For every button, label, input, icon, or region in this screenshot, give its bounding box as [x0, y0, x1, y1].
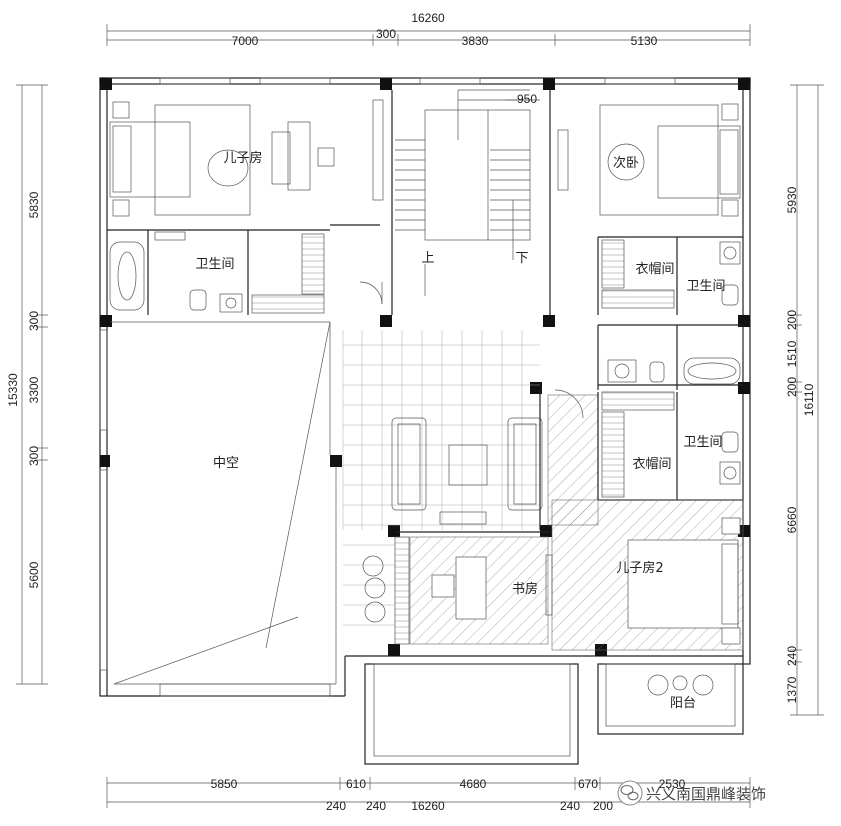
dim-right-seg-4: 200 [785, 377, 799, 397]
dim-stair-width: 950 [517, 92, 537, 106]
dim-right-seg-3: 1510 [785, 340, 799, 367]
left-dimension-chain: 15330 5830 300 3300 300 5600 [6, 84, 48, 685]
label-stair-down: 下 [515, 251, 528, 266]
dim-bottom-small-1: 240 [326, 799, 346, 813]
dim-bottom-seg-2: 610 [346, 777, 366, 791]
dim-bottom-small-2: 240 [366, 799, 386, 813]
label-son-room: 儿子房 [223, 150, 262, 166]
dim-top-seg-2: 300 [376, 27, 396, 41]
right-dimension-chain: 16110 5930 200 1510 200 6660 240 1370 [785, 84, 824, 716]
label-study: 书房 [512, 581, 538, 597]
wechat-icon [617, 780, 643, 806]
study: 书房 [362, 531, 553, 645]
dim-bottom-total: 16260 [411, 799, 445, 813]
dim-left-seg-3: 3300 [27, 376, 41, 403]
label-second-bedroom: 次卧 [613, 155, 639, 171]
dim-right-seg-7: 1370 [785, 676, 799, 703]
dim-left-seg-5: 5600 [27, 561, 41, 588]
dim-left-seg-4: 300 [27, 446, 41, 466]
dim-bottom-seg-4: 670 [578, 777, 598, 791]
bathroom-2: 卫生间 [686, 241, 741, 306]
label-bath-1: 卫生间 [195, 257, 234, 272]
balcony: 阳台 [597, 663, 744, 735]
dim-right-seg-5: 6660 [785, 506, 799, 533]
dim-top-seg-1: 7000 [232, 34, 259, 48]
bathroom-1: 卫生间 [109, 230, 325, 315]
dim-top-total: 16260 [411, 11, 445, 25]
dim-right-seg-2: 200 [785, 310, 799, 330]
label-son-room-2: 儿子房2 [616, 560, 663, 576]
closet-1: 衣帽间 [597, 237, 678, 315]
staircase: 950 上 下 [359, 89, 551, 315]
dim-bottom-small-3: 240 [560, 799, 580, 813]
living-area [342, 330, 584, 626]
dim-right-seg-6: 240 [785, 646, 799, 666]
dim-left-seg-2: 300 [27, 311, 41, 331]
label-atrium: 中空 [213, 456, 239, 471]
dim-right-total: 16110 [802, 383, 816, 416]
balcony-front [364, 663, 579, 765]
atrium: 中空 [110, 321, 337, 685]
dim-bottom-seg-5: 2530 [659, 777, 686, 791]
dim-bottom-seg-3: 4680 [460, 777, 487, 791]
floor-tiles [342, 330, 540, 626]
dim-right-seg-1: 5930 [785, 186, 799, 213]
label-balcony: 阳台 [670, 696, 696, 711]
bathroom-3: 卫生间 [683, 431, 741, 485]
label-closet-2: 衣帽间 [632, 456, 671, 472]
label-bath-3: 卫生间 [683, 435, 722, 450]
watermark-text: 兴义南国鼎峰装饰 [646, 785, 766, 803]
top-dimension-chain: 16260 7000 300 3830 5130 [106, 11, 751, 48]
dim-top-seg-4: 5130 [631, 34, 658, 48]
dim-top-seg-3: 3830 [462, 34, 489, 48]
second-bedroom: 次卧 [557, 103, 743, 238]
dim-left-seg-1: 5830 [27, 191, 41, 218]
son-room-2: 儿子房2 [551, 499, 744, 651]
bathroom-middle [597, 324, 743, 390]
bottom-dimension-chain: 5850 610 4680 670 2530 240 240 16260 240… [106, 777, 751, 813]
label-stair-up: 上 [421, 251, 434, 266]
dim-bottom-small-4: 200 [593, 799, 613, 813]
dim-bottom-seg-1: 5850 [211, 777, 238, 791]
label-closet-1: 衣帽间 [635, 261, 674, 277]
watermark: 兴义南国鼎峰装饰 [617, 780, 766, 806]
son-room: 儿子房 [107, 99, 384, 231]
dim-left-total: 15330 [6, 373, 20, 407]
label-bath-2: 卫生间 [686, 279, 725, 294]
